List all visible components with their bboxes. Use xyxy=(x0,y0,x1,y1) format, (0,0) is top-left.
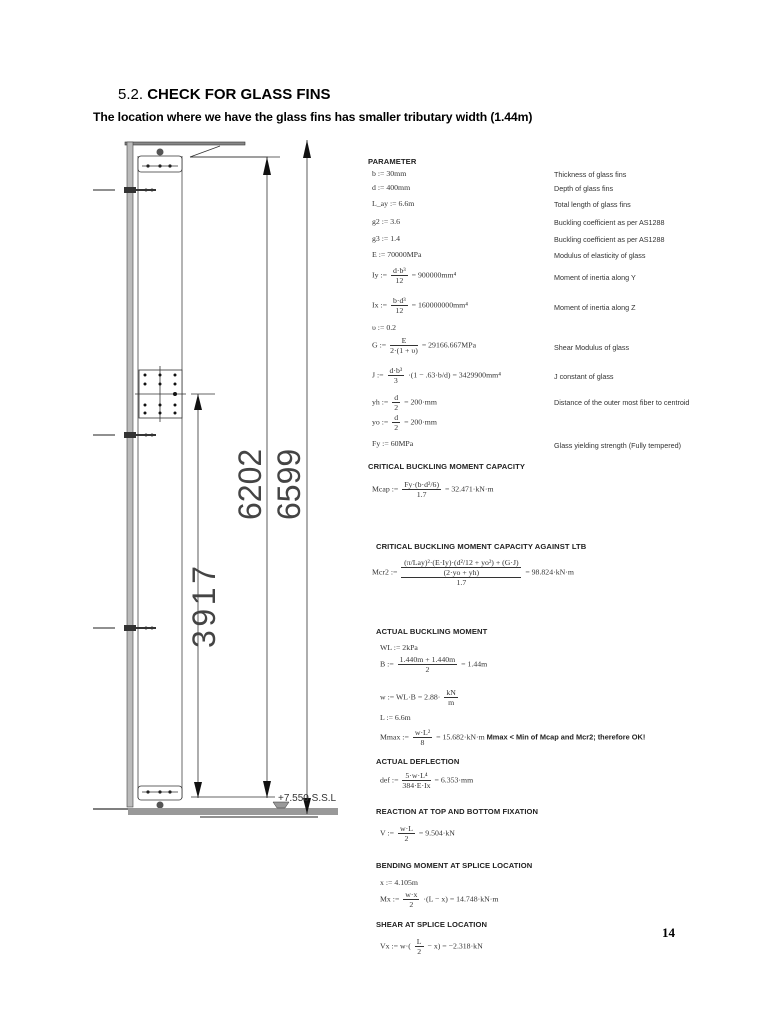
bending-splice-header: BENDING MOMENT AT SPLICE LOCATION xyxy=(376,861,533,870)
desc-fy: Glass yielding strength (Fully tempered) xyxy=(554,441,682,450)
eq-fy: Fy := 60MPa xyxy=(372,439,414,448)
section-subtitle: The location where we have the glass fin… xyxy=(93,110,533,124)
eq-e: E := 70000MPa xyxy=(372,250,422,259)
actual-moment-header: ACTUAL BUCKLING MOMENT xyxy=(376,627,488,636)
dimension-3917: 3917 xyxy=(186,566,222,648)
deflection-header: ACTUAL DEFLECTION xyxy=(376,757,460,766)
eq-wl: WL := 2kPa xyxy=(380,643,418,652)
desc-d: Depth of glass fins xyxy=(554,184,614,193)
desc-g3: Buckling coefficient as per AS1288 xyxy=(554,235,665,244)
shear-splice-header: SHEAR AT SPLICE LOCATION xyxy=(376,920,488,929)
critical-buckling-header: CRITICAL BUCKLING MOMENT CAPACITY xyxy=(368,462,525,471)
reaction-header: REACTION AT TOP AND BOTTOM FIXATION xyxy=(376,807,539,816)
eq-l: L := 6.6m xyxy=(380,713,411,722)
desc-j: J constant of glass xyxy=(554,372,614,381)
ltb-header: CRITICAL BUCKLING MOMENT CAPACITY AGAINS… xyxy=(376,542,587,551)
eq-d: d := 400mm xyxy=(372,183,411,192)
eq-g3: g3 := 1.4 xyxy=(372,234,401,243)
eq-lay: L_ay := 6.6m xyxy=(372,199,415,208)
eq-x: x := 4.105m xyxy=(380,878,418,887)
glass-fin-elevation-drawing: 3917 6202 6599 +7.550 S.S.L xyxy=(93,140,338,818)
eq-g2: g2 := 3.6 xyxy=(372,217,401,226)
dimension-6202: 6202 xyxy=(232,449,268,520)
desc-g2: Buckling coefficient as per AS1288 xyxy=(554,218,665,227)
dimension-6599: 6599 xyxy=(271,449,307,520)
desc-e: Modulus of elasticity of glass xyxy=(554,251,646,260)
section-title: CHECK FOR GLASS FINS xyxy=(147,86,331,103)
eq-mcr2: Mcr2 := (π/Lay)²·(E·Iy)·(d²/12 + yo²) + … xyxy=(372,558,574,587)
parameter-header: PARAMETER xyxy=(368,157,417,166)
eq-b: b := 30mm xyxy=(372,169,407,178)
page-number: 14 xyxy=(662,925,675,940)
desc-g: Shear Modulus of glass xyxy=(554,343,630,352)
desc-yh: Distance of the outer most fiber to cent… xyxy=(554,398,690,407)
level-label: +7.550 S.S.L xyxy=(278,793,337,804)
section-heading: 5.2. CHECK FOR GLASS FINS xyxy=(118,86,331,103)
desc-ix: Moment of inertia along Z xyxy=(554,303,636,312)
eq-nu: υ := 0.2 xyxy=(372,323,397,332)
section-number: 5.2. xyxy=(118,86,144,103)
desc-b: Thickness of glass fins xyxy=(554,170,627,179)
eq-mcap: Mcap := Fy·(b·d²/6)1.7 = 32.471·kN·m xyxy=(372,480,494,499)
desc-iy: Moment of inertia along Y xyxy=(554,273,636,282)
mmax-check-note: Mmax < Min of Mcap and Mcr2; therefore O… xyxy=(486,732,646,742)
desc-lay: Total length of glass fins xyxy=(554,200,631,209)
